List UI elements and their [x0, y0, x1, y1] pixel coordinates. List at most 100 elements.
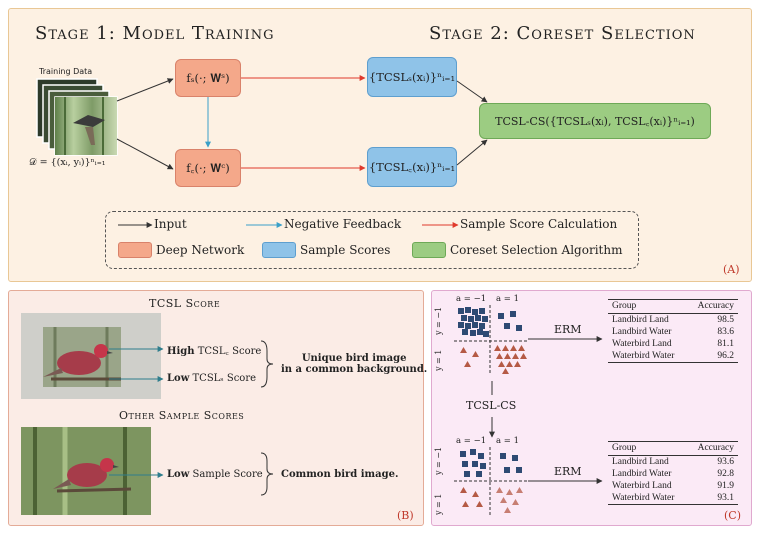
square-marker: [510, 311, 516, 317]
y-pos-label-bottom: y = 1: [434, 493, 443, 515]
other-scores-title: Other Sample Scores: [119, 409, 245, 422]
group-cell: Waterbird Land: [612, 481, 672, 491]
a-neg-label-top: a = −1: [456, 294, 487, 304]
accuracy-cell: 96.2: [687, 350, 738, 363]
square-marker: [483, 331, 489, 337]
table-row: Landbird Water 92.8: [608, 468, 738, 480]
panel-c-graphics: [454, 305, 603, 517]
square-marker: [462, 461, 468, 467]
erm-label-top: ERM: [554, 323, 582, 336]
triangle-marker: [496, 353, 503, 359]
panel-a-label: (A): [723, 263, 740, 276]
panel-a: Stage 1: Model Training Stage 2: Coreset…: [8, 8, 752, 282]
triangle-marker: [460, 487, 467, 493]
common-bird-description: Common bird image.: [281, 469, 399, 480]
y-neg-label-top: y = −1: [434, 306, 443, 335]
y-neg-label-bottom: y = −1: [434, 446, 443, 475]
top-table-header-0: Group: [608, 299, 688, 314]
triangle-marker: [506, 489, 513, 495]
legend-network-label: Deep Network: [156, 243, 245, 257]
score-c-box: {TCSL꜀(xᵢ)}ⁿᵢ₌₁: [367, 147, 457, 187]
group-cell: Landbird Water: [612, 469, 672, 479]
accuracy-cell: 98.5: [717, 315, 734, 325]
bottom-scatter: [454, 447, 528, 517]
high-tcsl-c-label: High TCSL꜀ Score: [167, 346, 262, 357]
triangle-marker: [500, 497, 507, 503]
y-pos-label-top: y = 1: [434, 349, 443, 371]
accuracy-cell: 83.6: [717, 327, 734, 337]
group-cell: Waterbird Water: [608, 350, 688, 363]
square-marker: [504, 467, 510, 473]
triangle-marker: [464, 361, 471, 367]
to-algo-arrow-s: [456, 80, 488, 103]
panel-c-label: (C): [724, 509, 741, 522]
square-marker: [477, 329, 483, 335]
stage2-title: Stage 2: Coreset Selection: [429, 23, 696, 44]
group-cell: Landbird Water: [612, 327, 672, 337]
legend-score-calc-label: Sample Score Calculation: [460, 217, 618, 231]
square-marker: [478, 453, 484, 459]
top-table-header-1: Accuracy: [687, 299, 738, 314]
square-marker: [498, 313, 504, 319]
triangle-marker: [518, 345, 525, 351]
a-neg-label-bottom: a = −1: [456, 436, 487, 446]
accuracy-cell: 93.1: [687, 492, 738, 505]
square-marker: [470, 330, 476, 336]
legend-network-swatch: [118, 242, 152, 258]
unique-bird-description: Unique bird image in a common background…: [281, 353, 428, 375]
dataset-formula: 𝒟 = {(xᵢ, yᵢ)}ⁿᵢ₌₁: [29, 157, 106, 168]
table-row: Landbird Land 98.5: [608, 314, 738, 327]
square-marker: [465, 323, 471, 329]
legend-scores-swatch: [262, 242, 296, 258]
triangle-marker: [502, 368, 509, 374]
square-marker: [475, 315, 481, 321]
square-marker: [461, 315, 467, 321]
stage1-title: Stage 1: Model Training: [35, 23, 275, 44]
triangle-marker: [520, 353, 527, 359]
panel-c: a = −1 a = 1 y = −1 y = 1 a = −1 a = 1 y…: [431, 290, 752, 526]
square-marker: [468, 316, 474, 322]
triangle-marker: [462, 501, 469, 507]
legend-feedback-label: Negative Feedback: [284, 217, 402, 231]
common-bird-image: [21, 427, 151, 515]
square-marker: [472, 322, 478, 328]
triangle-marker: [494, 345, 501, 351]
square-marker: [465, 307, 471, 313]
low-tcsl-s-label: Low TCSLₛ Score: [167, 373, 257, 384]
triangle-marker: [514, 361, 521, 367]
square-marker: [464, 471, 470, 477]
square-marker: [512, 455, 518, 461]
network-c: f꜀(·; 𝐖ᶜ): [175, 149, 241, 187]
triangle-marker: [498, 361, 505, 367]
group-cell: Landbird Land: [612, 315, 669, 325]
square-marker: [476, 471, 482, 477]
square-marker: [460, 451, 466, 457]
group-cell: Landbird Land: [612, 457, 669, 467]
triangle-marker: [472, 491, 479, 497]
legend-algo-label: Coreset Selection Algorithm: [450, 243, 623, 257]
square-marker: [516, 325, 522, 331]
accuracy-cell: 81.1: [717, 339, 734, 349]
triangle-marker: [506, 361, 513, 367]
triangle-marker: [516, 487, 523, 493]
brace-1: [260, 340, 274, 388]
group-cell: Waterbird Land: [612, 339, 672, 349]
unique-bird-image: [21, 313, 161, 399]
bottom-table-header-1: Accuracy: [687, 441, 738, 456]
a-pos-label-top: a = 1: [496, 294, 520, 304]
accuracy-cell: 92.8: [717, 469, 734, 479]
square-marker: [500, 453, 506, 459]
brace-2: [260, 452, 274, 496]
triangle-marker: [504, 507, 511, 513]
panel-b-label: (B): [397, 509, 414, 522]
triangle-marker: [504, 353, 511, 359]
to-algo-arrow-c: [456, 139, 488, 166]
square-marker: [470, 449, 476, 455]
square-marker: [458, 322, 464, 328]
tcsl-cs-label: TCSL-CS: [466, 399, 517, 412]
table-row: Landbird Water 83.6: [608, 326, 738, 338]
panel-b: TCSL Score: [8, 290, 428, 526]
